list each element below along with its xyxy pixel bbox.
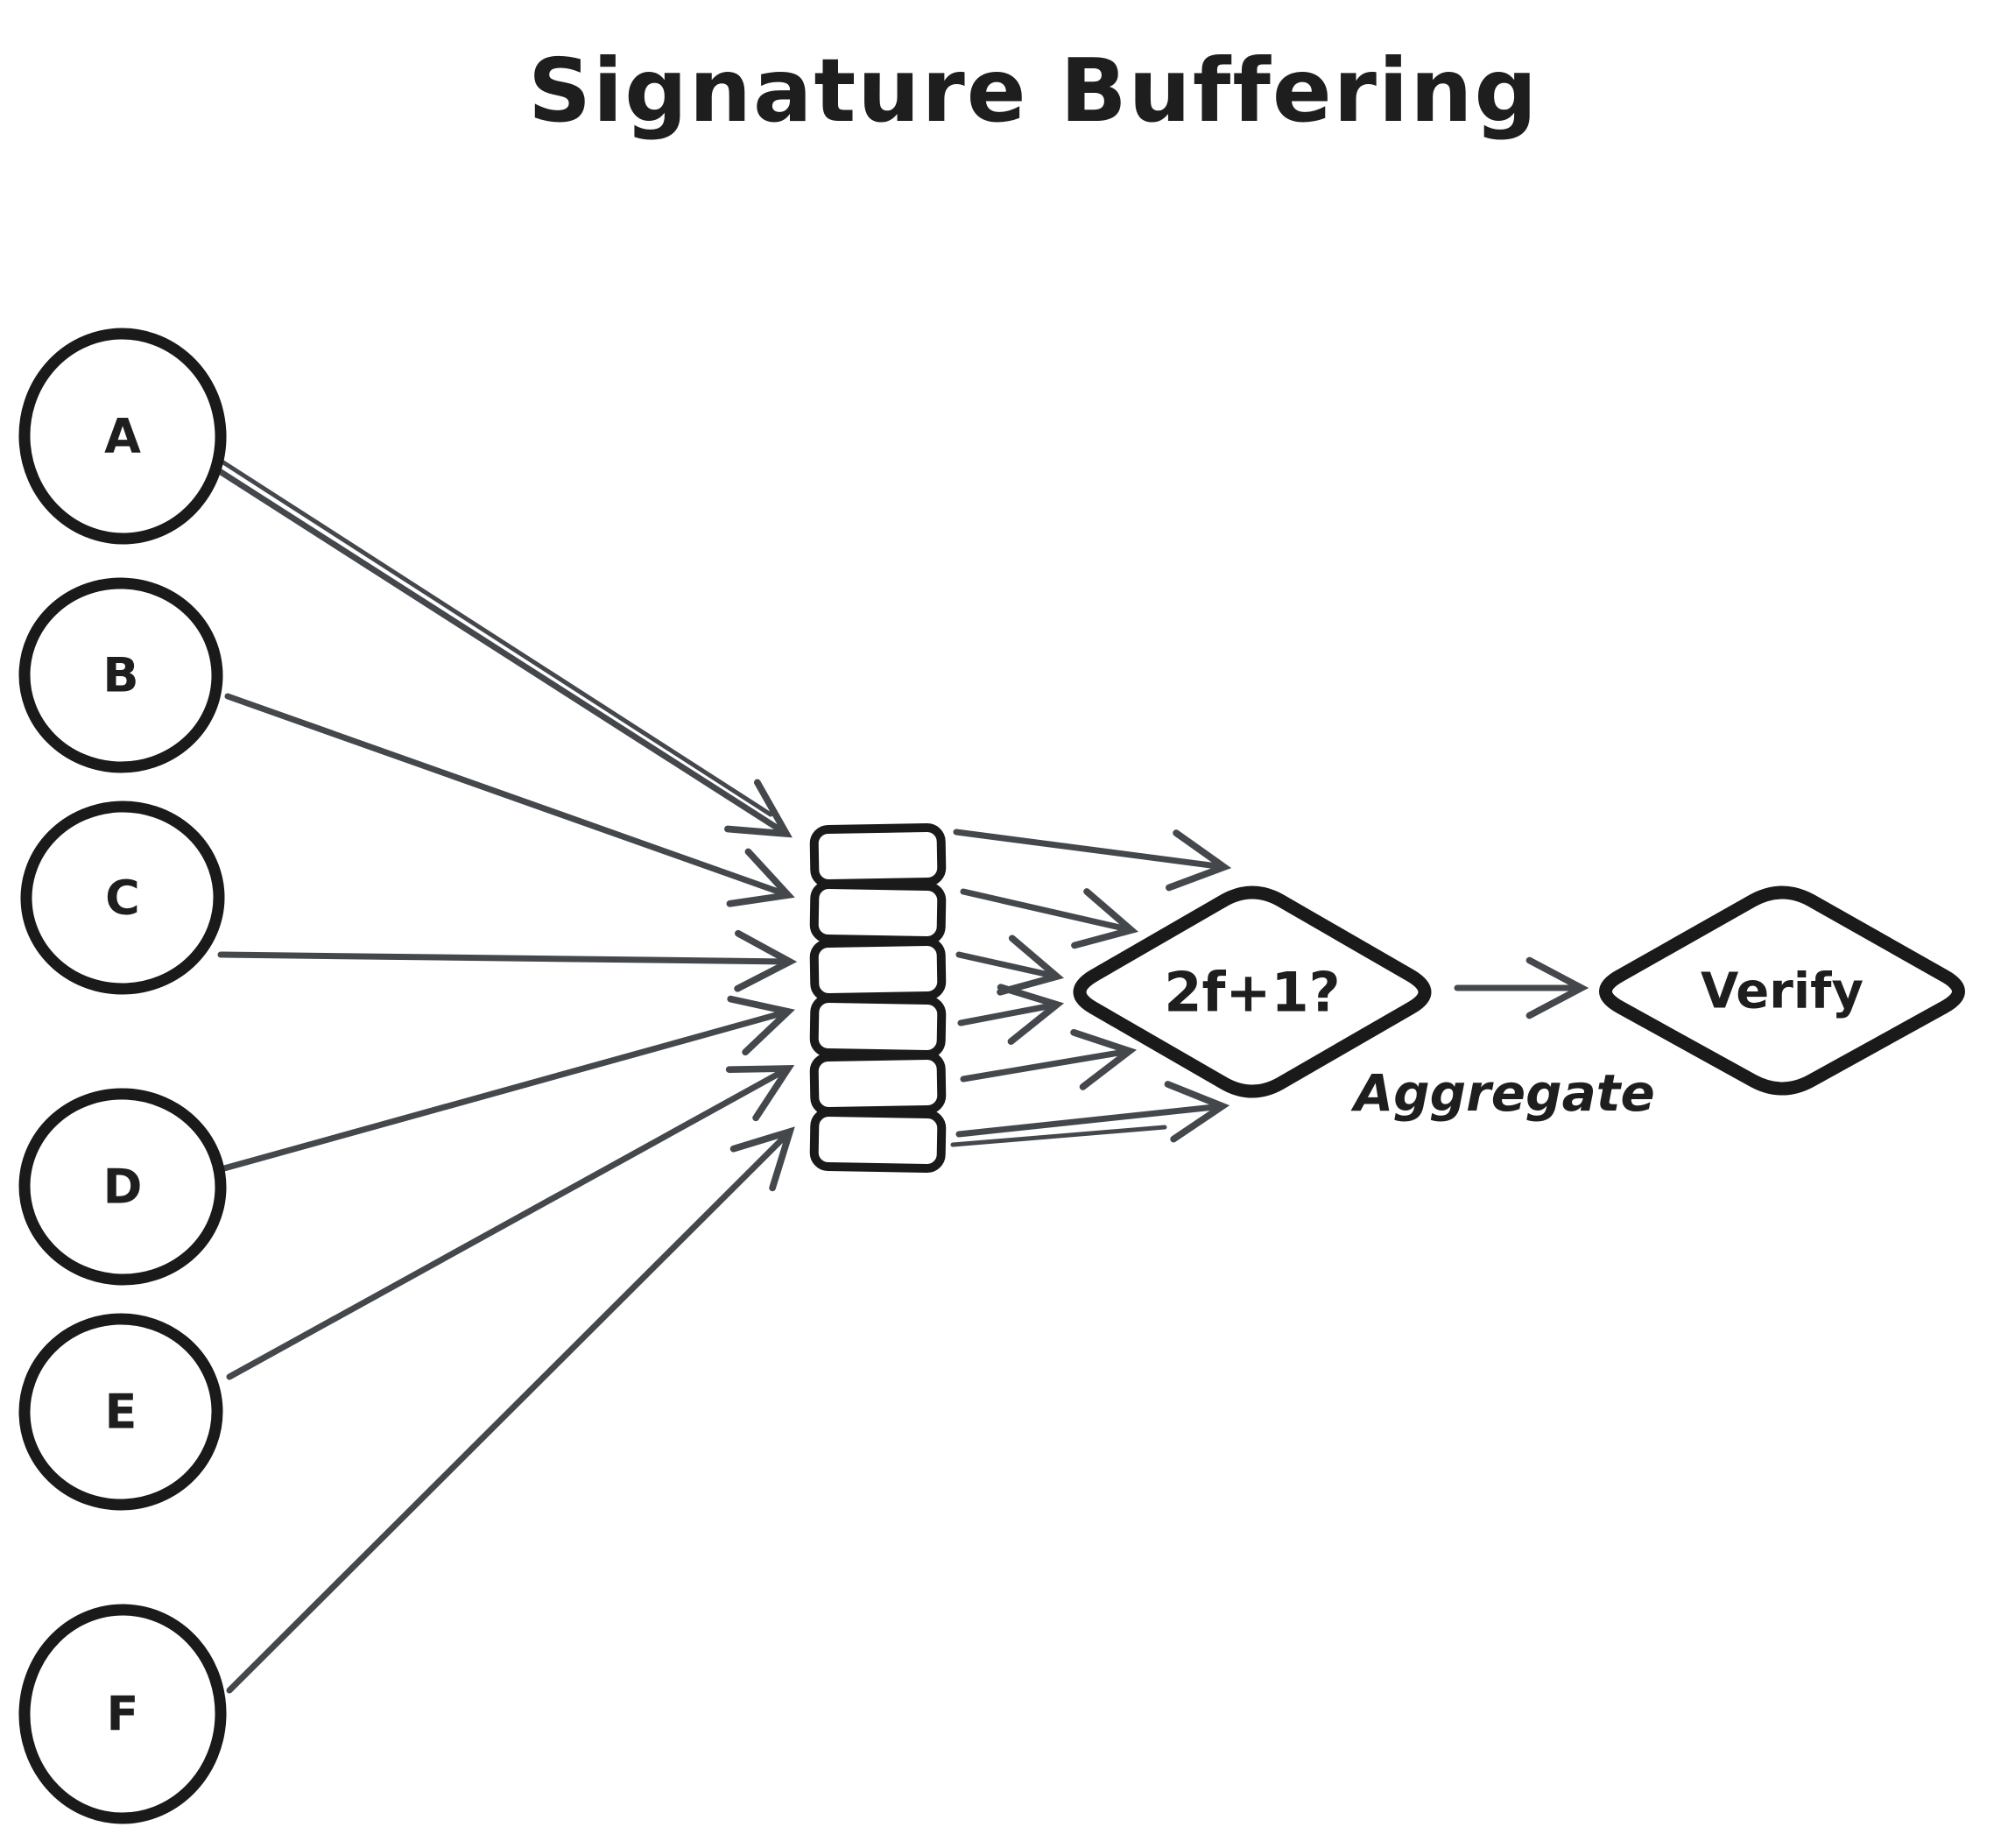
edge-slot6-to-threshold <box>955 1081 1230 1143</box>
edge-slot3-to-threshold <box>955 935 1065 996</box>
edge-slot2-to-threshold <box>960 888 1139 949</box>
buffer-slot-1 <box>809 823 947 888</box>
edge-b-to-buffer <box>224 693 795 907</box>
node-b-circle <box>18 577 223 773</box>
node-d-circle <box>18 1088 227 1286</box>
node-d-label: D <box>103 1160 143 1215</box>
edges-nodes-to-buffer <box>212 458 798 1694</box>
edge-slot6-sketch-stroke <box>950 1125 1167 1147</box>
buffer-slot-3 <box>809 937 947 1002</box>
node-c-label: C <box>105 871 140 926</box>
buffer-slot-4 <box>809 994 947 1059</box>
buffer-slot-6 <box>809 1108 947 1173</box>
buffer-slot-2 <box>809 880 947 945</box>
node-a-circle <box>18 328 227 545</box>
edge-slot4-to-threshold <box>957 984 1065 1045</box>
node-f-circle <box>18 1604 227 1824</box>
node-b: B <box>18 577 223 773</box>
buffer-slot-5 <box>809 1051 947 1116</box>
edge-f-to-buffer <box>226 1126 795 1694</box>
node-e-label: E <box>105 1385 137 1440</box>
node-a: A <box>18 328 227 545</box>
aggregate-annotation: Aggregate <box>1350 1063 1655 1123</box>
node-d: D <box>18 1088 227 1286</box>
edge-e-to-buffer <box>226 1065 795 1380</box>
verify-label: Verify <box>1701 963 1864 1020</box>
signature-buffer-stack <box>809 823 947 1173</box>
node-c: C <box>20 801 225 995</box>
node-f: F <box>18 1604 227 1824</box>
diagram-title: Signature Buffering <box>528 39 1539 142</box>
edge-slot5-to-threshold <box>960 1028 1138 1090</box>
edge-slot1-to-threshold <box>953 829 1232 892</box>
node-a-label: A <box>104 409 141 464</box>
validator-nodes: A B C D E F <box>18 328 227 1824</box>
node-e: E <box>18 1313 223 1511</box>
node-c-circle <box>20 801 225 995</box>
node-b-label: B <box>102 648 138 703</box>
edge-a-to-buffer-sketch-stroke <box>218 458 773 817</box>
node-f-label: F <box>107 1687 139 1742</box>
edges-buffer-to-threshold <box>950 829 1232 1147</box>
edge-d-to-buffer <box>221 995 795 1172</box>
edge-c-to-buffer <box>217 929 798 992</box>
verify-diamond: Verify <box>1599 885 1965 1096</box>
threshold-diamond: 2f+1? <box>1073 885 1432 1098</box>
edge-a-to-buffer <box>212 465 793 838</box>
threshold-label: 2f+1? <box>1164 961 1340 1025</box>
verify-diamond-shape <box>1599 885 1965 1096</box>
threshold-diamond-shape <box>1073 885 1432 1098</box>
node-e-circle <box>18 1313 223 1511</box>
